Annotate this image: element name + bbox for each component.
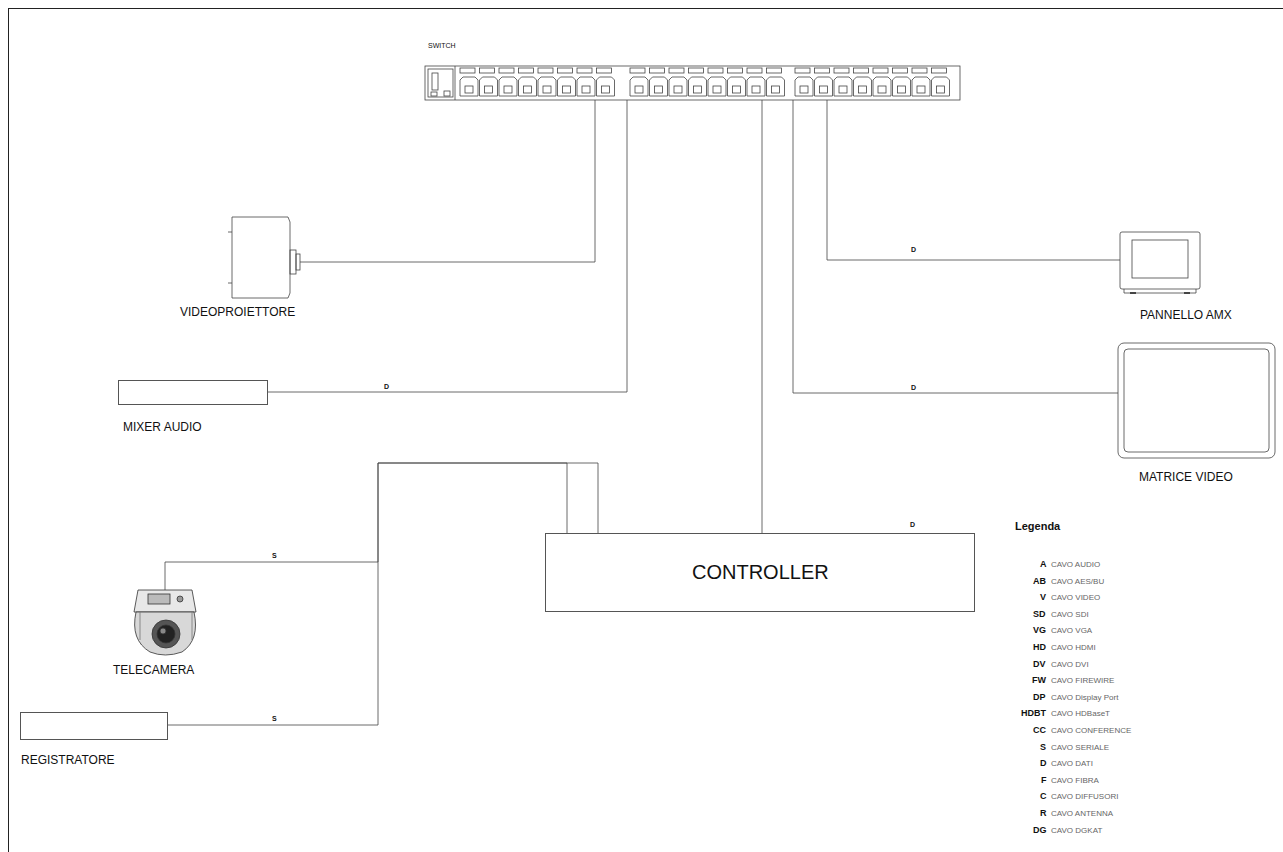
- cable-code: D: [910, 384, 917, 392]
- ptz-camera-symbol: [134, 590, 196, 655]
- video-matrix-symbol: [1118, 343, 1275, 458]
- node-label: REGISTRATORE: [21, 753, 115, 767]
- cable-line: [793, 100, 1118, 393]
- legend-entry: CAVO FIBRA: [1051, 776, 1099, 786]
- legend-code: C: [1040, 791, 1047, 802]
- legend-code: DV: [1033, 659, 1046, 670]
- cable-line: [827, 100, 1120, 260]
- projector: VIDEOPROIETTORE: [230, 217, 300, 298]
- legend-entry: CAVO DIFFUSORI: [1051, 792, 1118, 802]
- touch-panel: PANNELLO AMX: [1120, 232, 1200, 293]
- legend-entry: CAVO FIREWIRE: [1051, 676, 1114, 686]
- legend-entry: CAVO SERIALE: [1051, 743, 1109, 753]
- legend-entry: CAVO DATI: [1051, 759, 1093, 769]
- legend-entry: CAVO SDI: [1051, 610, 1089, 620]
- legend-code: HD: [1033, 642, 1046, 653]
- legend-entry: CAVO VIDEO: [1051, 593, 1100, 603]
- legend-code: DG: [1033, 825, 1047, 836]
- touch-panel-symbol: [1120, 232, 1200, 293]
- legend-title: Legenda: [1015, 520, 1060, 532]
- node-label: CONTROLLER: [692, 561, 829, 584]
- audio-mixer: MIXER AUDIO: [118, 380, 268, 405]
- node-label: SWITCH: [428, 42, 456, 49]
- switch-symbol: [425, 66, 960, 100]
- legend-code: V: [1040, 592, 1046, 603]
- legend-code: CC: [1033, 725, 1046, 736]
- legend-code: A: [1040, 559, 1047, 570]
- video-matrix: MATRICE VIDEO: [1118, 343, 1275, 458]
- legend-code: S: [1040, 742, 1046, 753]
- cable-line: [268, 100, 627, 392]
- cable-code: S: [271, 552, 278, 560]
- camera: TELECAMERA: [130, 590, 200, 656]
- cable-code: D: [910, 246, 917, 254]
- legend-entry: CAVO AUDIO: [1051, 560, 1100, 570]
- node-label: MIXER AUDIO: [123, 420, 202, 434]
- legend-code: F: [1041, 775, 1047, 786]
- legend-code: D: [1040, 758, 1047, 769]
- node-label: MATRICE VIDEO: [1139, 470, 1233, 484]
- node-label: VIDEOPROIETTORE: [180, 305, 295, 319]
- legend-code: AB: [1033, 576, 1046, 587]
- legend-entry: CAVO AES/BU: [1051, 577, 1104, 587]
- legend-code: FW: [1032, 675, 1046, 686]
- cable-line: [165, 463, 567, 590]
- node-label: TELECAMERA: [113, 663, 194, 677]
- network-switch: SWITCH: [425, 66, 960, 100]
- legend-entry: CAVO VGA: [1051, 626, 1092, 636]
- cable-code: D: [910, 521, 915, 529]
- legend-code: HDBT: [1021, 708, 1046, 719]
- legend-code: R: [1040, 808, 1047, 819]
- cable-line: [168, 463, 598, 725]
- legend-entry: CAVO HDMI: [1051, 643, 1096, 653]
- legend-code: SD: [1033, 609, 1046, 620]
- cable-code: S: [271, 715, 278, 723]
- legend-entry: CAVO ANTENNA: [1051, 809, 1113, 819]
- legend-entry: CAVO CONFERENCE: [1051, 726, 1131, 736]
- node-label: PANNELLO AMX: [1140, 308, 1232, 322]
- cable-line: [762, 100, 763, 533]
- cable-line: [300, 100, 595, 262]
- legend-code: VG: [1033, 625, 1046, 636]
- cable-code: D: [383, 383, 390, 391]
- legend-code: DP: [1033, 692, 1046, 703]
- legend-entry: CAVO DVI: [1051, 660, 1089, 670]
- page-frame: [9, 9, 1283, 852]
- projector-symbol: [228, 217, 300, 298]
- legend-entry: CAVO DGKAT: [1051, 826, 1102, 836]
- controller: CONTROLLER: [545, 533, 975, 612]
- recorder: REGISTRATORE: [20, 712, 168, 740]
- legend-entry: CAVO HDBaseT: [1051, 709, 1110, 719]
- legend-entry: CAVO Display Port: [1051, 693, 1118, 703]
